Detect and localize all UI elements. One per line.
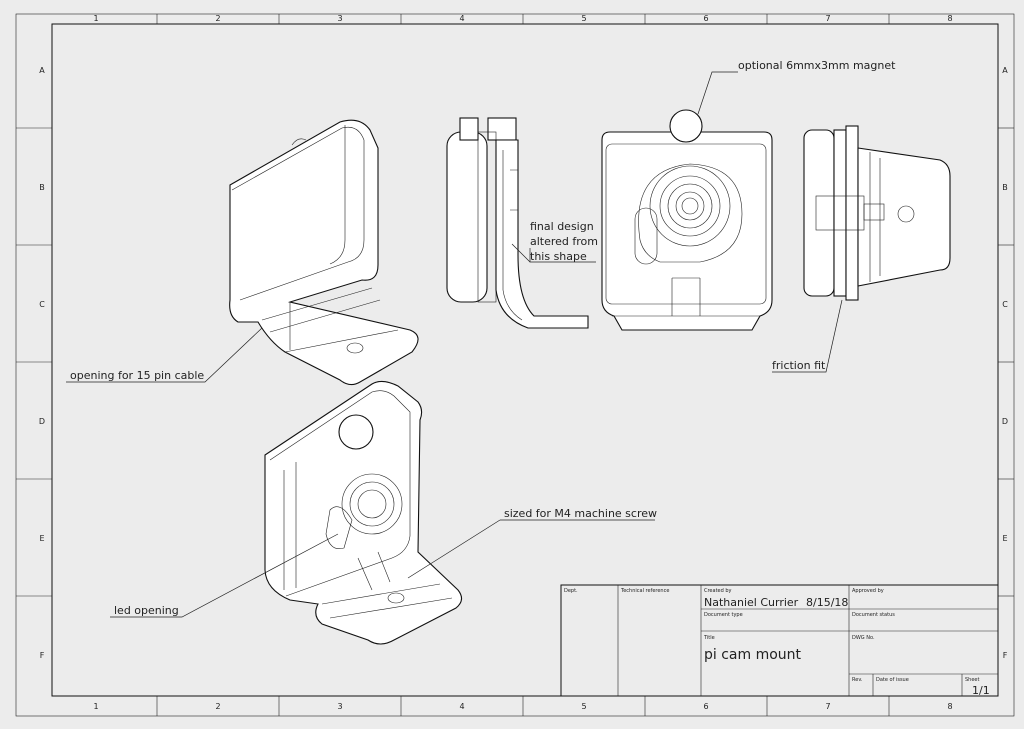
screw-note: sized for M4 machine screw <box>504 507 657 520</box>
title-block <box>560 584 999 697</box>
led-slot <box>634 207 658 265</box>
magnet-boss-iso <box>338 414 374 450</box>
zone-row-right-b: B <box>1002 183 1008 192</box>
doc-status-label: Document status <box>852 612 895 618</box>
zone-col-bottom-5: 5 <box>581 702 586 711</box>
created-date-value: 8/15/18 <box>806 596 848 609</box>
zone-row-right-a: A <box>1002 66 1008 75</box>
zone-row-left-d: D <box>39 417 45 426</box>
magnet-boss <box>669 109 703 143</box>
isometric-view-front <box>264 380 463 645</box>
inner-border <box>51 23 999 697</box>
zone-col-bottom-2: 2 <box>215 702 220 711</box>
final-design-note-line2: altered from <box>530 235 598 248</box>
zone-col-bottom-7: 7 <box>825 702 830 711</box>
magnet-note: optional 6mmx3mm magnet <box>738 59 896 72</box>
dept-label: Dept. <box>564 588 578 594</box>
front-view <box>601 109 773 331</box>
zone-row-right-c: C <box>1002 300 1008 309</box>
zone-col-top-1: 1 <box>93 14 98 23</box>
zone-col-bottom-3: 3 <box>337 702 342 711</box>
sheet-label: Sheet <box>965 677 979 683</box>
final-design-note-line3: this shape <box>530 250 587 263</box>
sheet-value: 1/1 <box>972 684 990 697</box>
zone-col-bottom-8: 8 <box>947 702 952 711</box>
zone-col-bottom-1: 1 <box>93 702 98 711</box>
zone-col-bottom-6: 6 <box>703 702 708 711</box>
zone-col-top-3: 3 <box>337 14 342 23</box>
created-by-label: Created by <box>704 588 732 594</box>
zone-col-top-5: 5 <box>581 14 586 23</box>
rev-label: Rev. <box>852 677 863 683</box>
date-of-issue-label: Date of issue <box>876 677 909 683</box>
cable-opening-note: opening for 15 pin cable <box>70 369 204 382</box>
zone-row-left-a: A <box>39 66 45 75</box>
side-view <box>446 117 589 329</box>
zone-row-left-b: B <box>39 183 45 192</box>
doc-type-label: Document type <box>704 612 743 618</box>
zone-col-bottom-4: 4 <box>459 702 464 711</box>
dwg-no-label: DWG No. <box>852 635 875 641</box>
zone-row-right-d: D <box>1002 417 1008 426</box>
approved-by-label: Approved by <box>852 588 884 594</box>
isometric-view-back <box>229 119 419 386</box>
leader-lines <box>66 71 843 618</box>
final-design-note-line1: final design <box>530 220 594 233</box>
outer-border <box>15 13 1015 717</box>
right-side-view <box>803 125 951 301</box>
zone-row-right-f: F <box>1003 651 1008 660</box>
created-by-value: Nathaniel Currier <box>704 596 799 609</box>
zone-row-right-e: E <box>1002 534 1007 543</box>
zone-col-top-4: 4 <box>459 14 464 23</box>
tech-ref-label: Technical reference <box>620 588 669 594</box>
zone-col-top-6: 6 <box>703 14 708 23</box>
zone-row-left-f: F <box>40 651 45 660</box>
drawing-title: pi cam mount <box>704 647 802 663</box>
zone-row-left-e: E <box>39 534 44 543</box>
friction-fit-note: friction fit <box>772 359 826 372</box>
title-label: Title <box>703 635 715 641</box>
zone-ticks <box>16 14 1014 716</box>
zone-col-top-7: 7 <box>825 14 830 23</box>
zone-col-top-8: 8 <box>947 14 952 23</box>
zone-row-left-c: C <box>39 300 45 309</box>
zone-col-top-2: 2 <box>215 14 220 23</box>
led-opening-note: led opening <box>114 604 179 617</box>
